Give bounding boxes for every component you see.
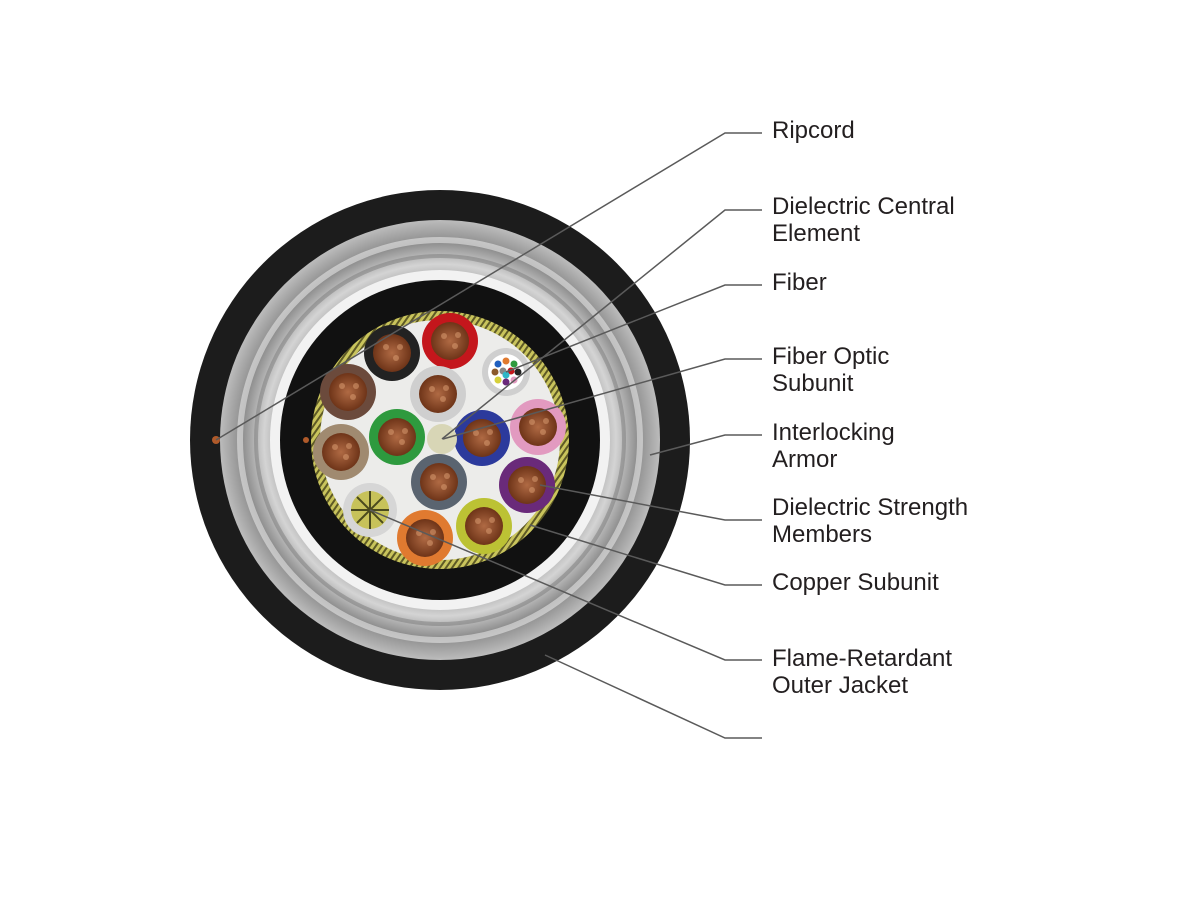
fiber (514, 368, 522, 376)
label-line: Copper Subunit (772, 569, 939, 596)
label-line: Armor (772, 446, 838, 473)
fiber (502, 378, 510, 386)
label-line: Members (772, 521, 873, 548)
label-interlocking-armor: Interlocking Armor (772, 419, 895, 473)
copper-core (419, 375, 457, 413)
copper-core (329, 373, 367, 411)
copper-core (378, 418, 416, 456)
leader-line-strength-members (539, 484, 762, 521)
leader-line-fiber (505, 284, 762, 373)
fiber (502, 357, 510, 365)
fiber (494, 360, 502, 368)
label-line: Subunit (772, 370, 854, 397)
leader-line-copper-subunit (529, 524, 762, 586)
copper-core (373, 334, 411, 372)
copper-core (420, 463, 458, 501)
label-flame-retardant-outer-jacket: Flame-Retardant Outer Jacket (772, 645, 952, 699)
ripcord (303, 437, 309, 443)
copper-core (465, 507, 503, 545)
label-line: Dielectric Central (772, 193, 955, 220)
copper-core (322, 433, 360, 471)
label-fiber-optic-subunit: Fiber Optic Subunit (772, 343, 889, 397)
copper-core (463, 419, 501, 457)
leader-lines (215, 132, 762, 739)
label-line: Ripcord (772, 117, 855, 144)
fiber (502, 371, 510, 379)
label-ripcord: Ripcord (772, 117, 855, 144)
label-line: Flame-Retardant (772, 645, 953, 672)
copper-core (519, 408, 557, 446)
fiber (494, 376, 502, 384)
leader-line-fiber-subunit (442, 358, 762, 440)
label-line: Outer Jacket (772, 672, 909, 699)
label-line: Fiber (772, 269, 827, 296)
label-copper-subunit: Copper Subunit (772, 569, 939, 596)
label-line: Dielectric Strength (772, 494, 969, 521)
copper-core (431, 322, 469, 360)
armor-ridge (254, 254, 626, 626)
label-line: Fiber Optic (772, 343, 890, 370)
leader-line-armor (649, 434, 762, 456)
label-line: Interlocking (772, 419, 895, 446)
label-line: Element (772, 220, 861, 247)
label-fiber: Fiber (772, 269, 827, 296)
copper-conductors (322, 322, 557, 557)
leader-line-extra (544, 654, 762, 739)
fiber (491, 368, 499, 376)
leader-line-ripcord (215, 132, 762, 441)
armor-ridge (237, 237, 643, 643)
leader-line-outer-jacket (369, 509, 762, 661)
label-dielectric-central-element: Dielectric Central Element (772, 193, 955, 247)
copper-core (508, 466, 546, 504)
leader-line-central-element (441, 209, 762, 440)
label-dielectric-strength-members: Dielectric Strength Members (772, 494, 968, 548)
fiber (510, 360, 518, 368)
copper-strands (332, 332, 549, 546)
copper-core (406, 519, 444, 557)
